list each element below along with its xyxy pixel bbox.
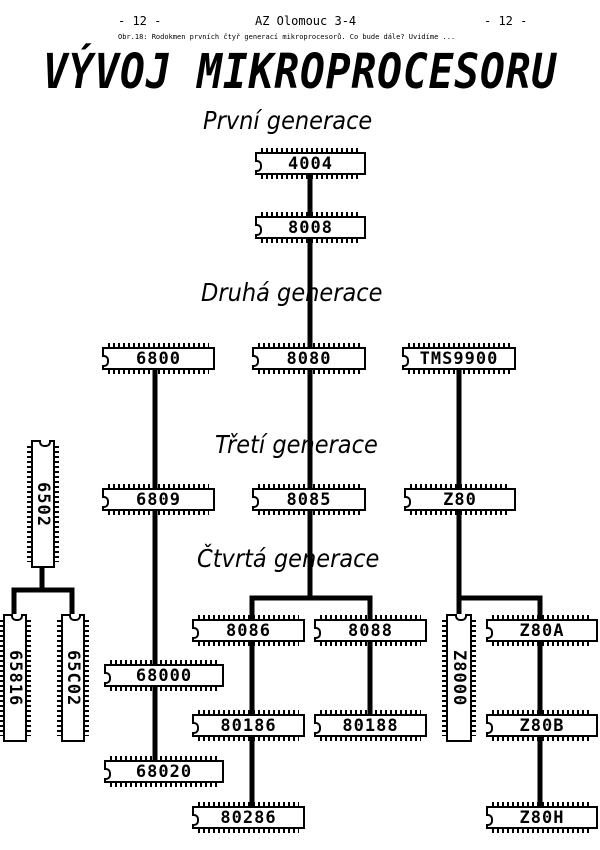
chip-8008-label: 8008 bbox=[288, 217, 333, 238]
chip-8008: 8008 bbox=[255, 212, 366, 243]
line-fork-z80a bbox=[459, 595, 543, 622]
chip-z80h-label: Z80H bbox=[519, 807, 565, 828]
chip-68000-label: 68000 bbox=[135, 665, 193, 686]
chip-68020: 68020 bbox=[104, 756, 224, 787]
chip-z80a-label: Z80A bbox=[519, 620, 565, 641]
chip-6502-label: 6502 bbox=[33, 481, 53, 527]
chip-6809: 6809 bbox=[102, 484, 215, 515]
chip-z80b-label: Z80B bbox=[519, 715, 565, 736]
chip-65816: 65816 bbox=[0, 614, 31, 742]
line-fork-8086-8088 bbox=[249, 595, 373, 622]
chip-80186-label: 80186 bbox=[220, 715, 277, 736]
chip-65816-label: 65816 bbox=[5, 649, 25, 707]
chip-4004: 4004 bbox=[255, 148, 366, 179]
chip-z80b: Z80B bbox=[486, 710, 598, 741]
chip-8086-label: 8086 bbox=[226, 620, 271, 641]
publication-title: AZ Olomouc 3-4 bbox=[255, 14, 357, 28]
chip-6800: 6800 bbox=[102, 343, 215, 374]
chip-68000: 68000 bbox=[104, 660, 224, 691]
chip-80188: 80188 bbox=[314, 710, 427, 741]
figure-caption: Obr.18: Rodokmen prvních čtyř generací m… bbox=[118, 33, 456, 41]
chip-8085: 8085 bbox=[252, 484, 366, 515]
chip-6800-label: 6800 bbox=[136, 348, 181, 369]
generation-fourth-label: Čtvrtá generace bbox=[197, 544, 380, 573]
chip-z8000: Z8000 bbox=[442, 614, 476, 742]
chip-tms9900: TMS9900 bbox=[402, 343, 516, 374]
page-number-left: - 12 - bbox=[118, 14, 162, 28]
chip-80286: 80286 bbox=[192, 802, 305, 833]
chip-80286-label: 80286 bbox=[220, 807, 277, 828]
chip-4004-label: 4004 bbox=[288, 153, 333, 174]
chip-6809-label: 6809 bbox=[136, 489, 181, 510]
chip-z80h: Z80H bbox=[486, 802, 598, 833]
chip-80188-label: 80188 bbox=[342, 715, 399, 736]
generation-first-label: První generace bbox=[203, 106, 373, 135]
chip-80186: 80186 bbox=[192, 710, 305, 741]
chip-65c02-label: 65C02 bbox=[63, 649, 83, 707]
generation-second-label: Druhá generace bbox=[201, 278, 383, 307]
chip-8080-label: 8080 bbox=[286, 348, 332, 369]
chip-tms9900-label: TMS9900 bbox=[419, 348, 499, 369]
line-fork-65816-65c02 bbox=[11, 587, 75, 616]
chip-8085-label: 8085 bbox=[286, 489, 332, 510]
page-number-right: - 12 - bbox=[484, 14, 528, 28]
chip-z80a: Z80A bbox=[486, 615, 598, 646]
chip-68020-label: 68020 bbox=[135, 761, 193, 782]
chip-z80-label: Z80 bbox=[443, 489, 477, 510]
main-title: VÝVOJ MIKROPROCESORU bbox=[42, 44, 558, 100]
chip-8080: 8080 bbox=[252, 343, 366, 374]
chip-8088-label: 8088 bbox=[348, 620, 393, 641]
chip-6502: 6502 bbox=[27, 440, 59, 568]
generation-third-label: Třetí generace bbox=[215, 430, 378, 459]
chip-z80: Z80 bbox=[404, 484, 516, 515]
chip-8088: 8088 bbox=[314, 615, 427, 646]
chip-65c02: 65C02 bbox=[57, 614, 89, 742]
chip-z8000-label: Z8000 bbox=[449, 649, 469, 707]
chip-8086: 8086 bbox=[192, 615, 305, 646]
